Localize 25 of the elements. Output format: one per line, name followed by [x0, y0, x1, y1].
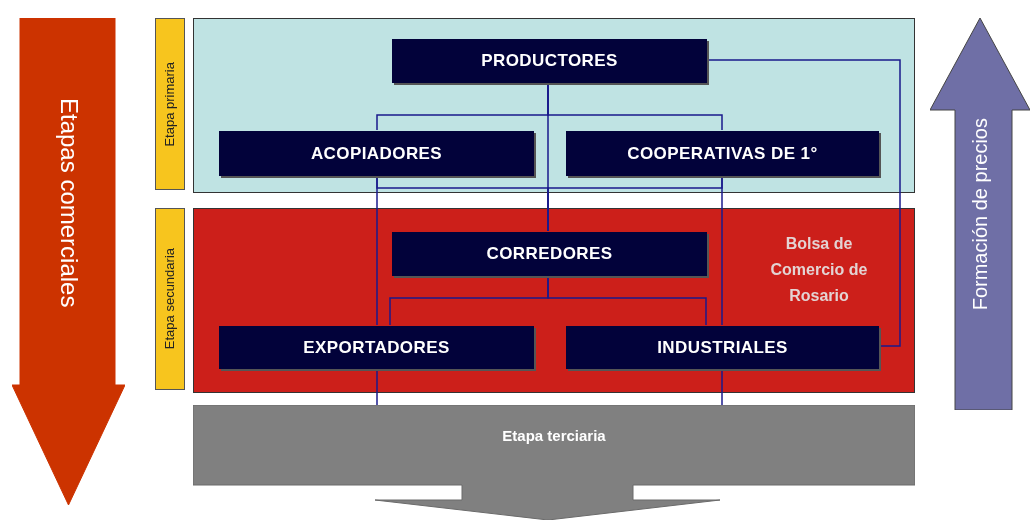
- panel-note: Bolsa de Comercio de Rosario: [770, 235, 868, 304]
- process-box: [219, 131, 534, 176]
- stage-label: Etapa primaria: [161, 61, 179, 147]
- up-arrow-shape: [930, 18, 1030, 410]
- box-label: CORREDORES: [486, 243, 613, 266]
- stage-panel: [193, 208, 915, 393]
- arrow-label: Formación de precios: [968, 118, 992, 311]
- stage-panel: [193, 18, 915, 193]
- process-box: [219, 326, 534, 369]
- down-arrow-shape: [12, 18, 125, 505]
- process-box: [566, 326, 879, 369]
- process-box: [566, 131, 879, 176]
- stage-arrow-shape: [193, 405, 915, 520]
- arrow-label: Etapas comerciales: [54, 98, 84, 308]
- stage-label: Etapa secundaria: [161, 248, 179, 350]
- stage-tab: [155, 18, 185, 190]
- box-label: ACOPIADORES: [310, 142, 443, 165]
- stage-tab: [155, 208, 185, 390]
- stage-label: Etapa terciaria: [502, 426, 606, 446]
- box-label: INDUSTRIALES: [657, 336, 788, 359]
- process-box: [392, 39, 707, 83]
- box-label: PRODUCTORES: [481, 50, 618, 73]
- box-label: COOPERATIVAS DE 1°: [627, 142, 818, 165]
- box-label: EXPORTADORES: [303, 336, 450, 359]
- process-box: [392, 232, 707, 276]
